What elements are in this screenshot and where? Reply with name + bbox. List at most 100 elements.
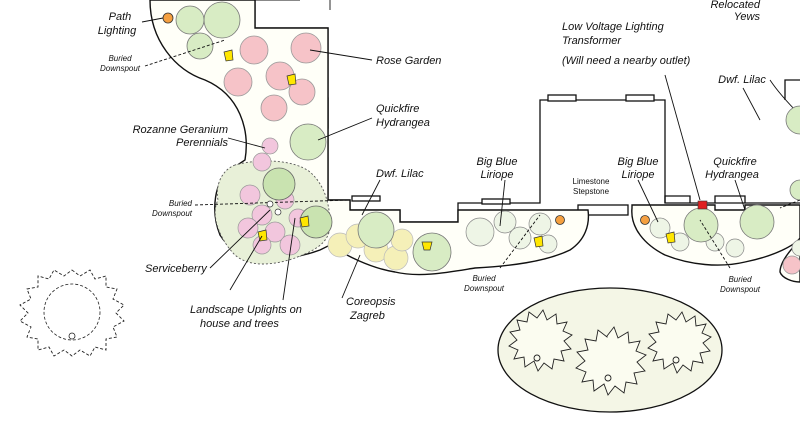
- label-buried-downspout: Buried: [472, 274, 496, 283]
- geranium-plant: [261, 137, 279, 155]
- coreopsis-plant: [390, 228, 414, 252]
- label-quickfire-hydrangea: Hydrangea: [705, 169, 759, 181]
- path-light-icon: [162, 12, 174, 24]
- label-coreopsis: Coreopsis: [346, 296, 396, 308]
- label-big-blue-liriope: Liriope: [480, 169, 513, 181]
- tree-trunk: [266, 200, 274, 208]
- window-sill: [481, 198, 511, 205]
- lawn-tree-left: [19, 269, 125, 357]
- label-big-blue-liriope: Big Blue: [477, 156, 518, 168]
- label-rose-garden: Rose Garden: [376, 55, 441, 67]
- rose-shrub: [239, 35, 269, 65]
- window-sill: [547, 94, 577, 102]
- geranium-plant: [239, 184, 261, 206]
- leader-lines: [141, 0, 761, 301]
- label-buried-downspout: Buried: [108, 54, 132, 63]
- dwarf-lilac-shrub: [412, 232, 452, 272]
- liriope-plant: [528, 212, 552, 236]
- label-buried-downspout: Downspout: [464, 284, 505, 293]
- label-buried-downspout: Downspout: [720, 285, 761, 294]
- window-sill: [625, 94, 655, 102]
- label-big-blue-liriope: Liriope: [621, 169, 654, 181]
- dwarf-lilac-shrub: [785, 105, 800, 135]
- uplight-icon: [421, 241, 433, 251]
- rose-shrub: [290, 32, 322, 64]
- liriope-plant: [493, 210, 517, 234]
- uplight-icon: [257, 229, 268, 242]
- quickfire-hydrangea-shrub: [739, 204, 775, 240]
- rose-shrub: [223, 67, 253, 97]
- dwarf-lilac-shrub: [357, 211, 395, 249]
- quickfire-hydrangea-shrub: [289, 123, 327, 161]
- buried-downspout-line: [499, 214, 541, 269]
- annotations: Path Lighting Buried Downspout Rose Gard…: [98, 0, 767, 330]
- liriope-plant: [725, 238, 745, 258]
- label-serviceberry: Serviceberry: [145, 263, 208, 275]
- label-quickfire-hydrangea: Hydrangea: [376, 117, 430, 129]
- label-rozanne-geranium: Perennials: [176, 137, 228, 149]
- top-shrubs: [175, 1, 241, 60]
- coreopsis-group: [327, 223, 414, 271]
- liriope-plant: [508, 226, 532, 250]
- geranium-plant: [252, 152, 272, 172]
- label-path-lighting: Path: [109, 11, 132, 23]
- label-buried-downspout: Downspout: [100, 64, 141, 73]
- label-dwarf-lilac: Dwf. Lilac: [718, 74, 766, 86]
- label-big-blue-liriope: Big Blue: [618, 156, 659, 168]
- liriope-plant: [465, 217, 495, 247]
- lawn-tree: [508, 309, 573, 372]
- geranium-plant: [237, 217, 259, 239]
- lawn-tree: [575, 326, 647, 396]
- buried-downspout-line: [779, 199, 800, 209]
- uplight-icon: [299, 215, 310, 228]
- liriope-right-group: [649, 217, 745, 258]
- label-quickfire-hydrangea: Quickfire: [376, 103, 419, 115]
- hydrangea-shrub: [186, 32, 214, 60]
- window-sill: [351, 195, 381, 202]
- label-landscape-uplights: Landscape Uplights on: [190, 304, 302, 316]
- buried-downspout-line: [699, 219, 731, 269]
- buried-downspout-line: [144, 39, 226, 67]
- liriope-plant: [649, 217, 671, 239]
- hydrangea-shrub: [203, 1, 241, 39]
- geranium-plant: [251, 204, 273, 226]
- hydrangea-shrub: [175, 5, 205, 35]
- label-limestone-stepstone: Limestone: [573, 177, 610, 186]
- tree-trunk: [274, 208, 282, 216]
- transformer-icon: [697, 200, 708, 210]
- lawn-tree: [647, 311, 712, 374]
- label-dwarf-lilac: Dwf. Lilac: [376, 168, 424, 180]
- quickfire-hydrangea-shrub: [683, 207, 719, 243]
- label-relocated-yews: Relocated: [710, 0, 760, 11]
- lawn-tree-trio: [508, 309, 712, 396]
- liriope-left-group: [465, 210, 558, 254]
- rose-shrub: [288, 78, 316, 106]
- rose-shrub: [782, 255, 800, 275]
- path-light-icon: [555, 215, 565, 225]
- uplight-icon: [223, 49, 234, 62]
- rose-shrub: [260, 94, 288, 122]
- tree-trunk: [604, 374, 612, 382]
- label-buried-downspout: Buried: [728, 275, 752, 284]
- label-coreopsis: Zagreb: [349, 310, 385, 322]
- label-quickfire-hydrangea: Quickfire: [713, 156, 756, 168]
- rose-group: [223, 32, 322, 122]
- label-path-lighting: Lighting: [98, 25, 137, 37]
- label-limestone-stepstone: Stepstone: [573, 187, 610, 196]
- uplight-icon: [533, 235, 544, 248]
- serviceberry-shrub: [299, 205, 333, 239]
- serviceberry-shrub: [262, 167, 296, 201]
- label-relocated-yews: Yews: [734, 11, 761, 23]
- liriope-plant: [791, 239, 800, 257]
- uplight-icon: [665, 231, 676, 244]
- hydrangea-shrub: [789, 179, 800, 201]
- path-light-icon: [640, 215, 650, 225]
- label-lighting-transformer: Low Voltage Lighting: [562, 21, 665, 33]
- label-lighting-transformer: Transformer: [562, 35, 622, 47]
- uplight-icon: [286, 73, 297, 86]
- tree-trunk: [533, 354, 541, 362]
- tree-trunk: [672, 356, 680, 364]
- label-buried-downspout: Buried: [169, 199, 193, 208]
- label-buried-downspout: Downspout: [152, 209, 193, 218]
